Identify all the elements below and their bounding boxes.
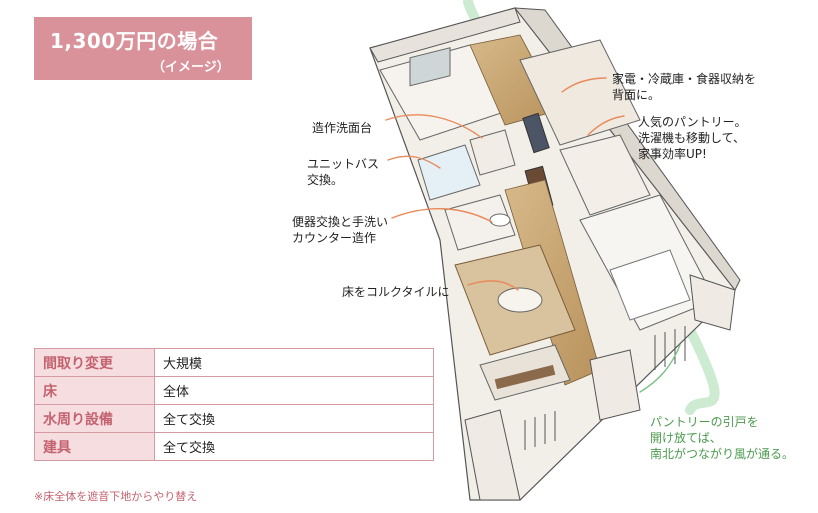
callout-wind-line2: 開け放てば、	[650, 431, 722, 445]
callout-toilet-line2: カウンター造作	[292, 231, 377, 245]
callout-pantry-line2: 洗濯機も移動して、	[638, 131, 746, 145]
callout-pantry: 人気のパントリー。 洗濯機も移動して、 家事効率UP!	[638, 114, 746, 162]
callout-toilet: 便器交換と手洗い カウンター造作	[292, 214, 388, 246]
callout-toilet-line1: 便器交換と手洗い	[292, 215, 389, 229]
callout-wind-line3: 南北がつながり風が通る。	[650, 447, 795, 461]
page-subtitle: （イメージ）	[152, 60, 230, 75]
callout-washbasin: 造作洗面台	[312, 120, 372, 136]
callout-floor: 床をコルクタイルに	[342, 284, 450, 300]
callout-wind-line1: パントリーの引戸を	[650, 415, 759, 429]
callout-bath: ユニットバス 交換。	[307, 156, 379, 188]
callout-floor-text: 床をコルクタイルに	[342, 285, 450, 299]
spec-value: 大規模	[154, 348, 434, 377]
spec-table: 間取り変更 大規模 床 全体 水周り設備 全て交換 建具 全て交換	[34, 348, 434, 461]
callout-storage-line1: 家電・冷蔵庫・食器収納を	[612, 72, 757, 86]
spec-label: 水周り設備	[34, 404, 155, 433]
callout-wind: パントリーの引戸を 開け放てば、 南北がつながり風が通る。	[650, 414, 794, 462]
spec-label: 床	[34, 376, 155, 405]
table-row: 間取り変更 大規模	[34, 348, 434, 377]
page-title: 1,300万円の場合	[50, 29, 219, 53]
spec-value: 全て交換	[154, 432, 434, 461]
table-row: 建具 全て交換	[34, 432, 434, 461]
callout-storage-line2: 背面に。	[612, 88, 661, 102]
table-row: 床 全体	[34, 376, 434, 405]
footnote: ※床全体を遮音下地からやり替え	[34, 490, 198, 503]
callout-pantry-line3: 家事効率UP!	[638, 147, 707, 161]
callout-bath-line2: 交換。	[307, 173, 344, 187]
spec-label: 建具	[34, 432, 155, 461]
callout-pantry-line1: 人気のパントリー。	[638, 115, 747, 129]
spec-value: 全て交換	[154, 404, 434, 433]
table-row: 水周り設備 全て交換	[34, 404, 434, 433]
title-box: 1,300万円の場合 （イメージ）	[34, 17, 252, 80]
callout-washbasin-text: 造作洗面台	[312, 121, 373, 135]
spec-label: 間取り変更	[34, 348, 155, 377]
callout-bath-line1: ユニットバス	[307, 157, 380, 171]
spec-value: 全体	[154, 376, 434, 405]
callout-storage: 家電・冷蔵庫・食器収納を 背面に。	[612, 71, 756, 103]
